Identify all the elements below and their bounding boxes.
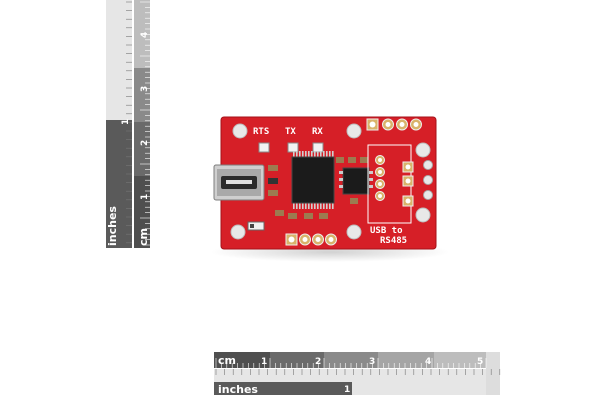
mounting-hole	[415, 207, 431, 223]
usb-rs485-board: RTS TX RX USB to RS485	[210, 116, 450, 262]
horizontal-ruler-cm-number: 5	[477, 357, 483, 367]
led-rts	[258, 142, 270, 153]
mounting-hole	[346, 123, 362, 139]
label-tx: TX	[285, 127, 296, 137]
label-rx: RX	[312, 127, 323, 137]
horizontal-ruler-inch-number: 1	[344, 385, 350, 395]
vertical-ruler-cm-number: 3	[140, 86, 150, 92]
bottom-header-pads	[285, 233, 337, 246]
led-rx	[312, 142, 324, 153]
label-rs485: RS485	[380, 236, 407, 246]
mounting-hole	[230, 224, 246, 240]
vertical-ruler-cm-number: 2	[140, 140, 150, 146]
status-leds	[258, 142, 324, 153]
vertical-ruler-ticks	[126, 1, 150, 246]
horizontal-ruler-cm-number: 3	[369, 357, 375, 367]
horizontal-ruler-cm-number: 2	[315, 357, 321, 367]
vertical-ruler-inches-dark-band	[106, 120, 132, 248]
horizontal-ruler-cm-number: 4	[425, 357, 431, 367]
horizontal-ruler-cm-number: 1	[261, 357, 267, 367]
vertical-ruler-cm-number: 4	[140, 32, 150, 38]
vertical-ruler-cm-label: cm	[137, 228, 150, 246]
ftdi-chip	[291, 151, 335, 209]
top-header-pads	[366, 118, 422, 131]
mounting-holes	[230, 123, 431, 240]
vertical-ruler: inches cm 1 2 3 4 1	[106, 0, 150, 248]
label-usb-to: USB to	[370, 226, 403, 236]
horizontal-ruler: cm inches 1 2 3 4 5 1	[214, 352, 501, 396]
passive-components	[247, 157, 368, 231]
label-rts: RTS	[253, 127, 269, 137]
horizontal-ruler-cm-label: cm	[218, 354, 236, 367]
rs485-terminal-area	[367, 144, 433, 224]
mounting-hole	[346, 224, 362, 240]
led-tx	[287, 142, 299, 153]
horizontal-ruler-inches-label: inches	[218, 383, 258, 396]
mini-usb-connector	[213, 164, 265, 201]
horizontal-ruler-inches-dark-band	[214, 382, 352, 395]
rs485-transceiver-chip	[339, 167, 373, 195]
vertical-ruler-inch-number: 1	[121, 119, 131, 125]
mounting-hole	[232, 123, 248, 139]
mounting-hole	[415, 142, 431, 158]
horizontal-ruler-ticks	[215, 358, 501, 375]
vertical-ruler-inches-label: inches	[106, 206, 119, 246]
vertical-ruler-cm-number: 1	[140, 194, 150, 200]
